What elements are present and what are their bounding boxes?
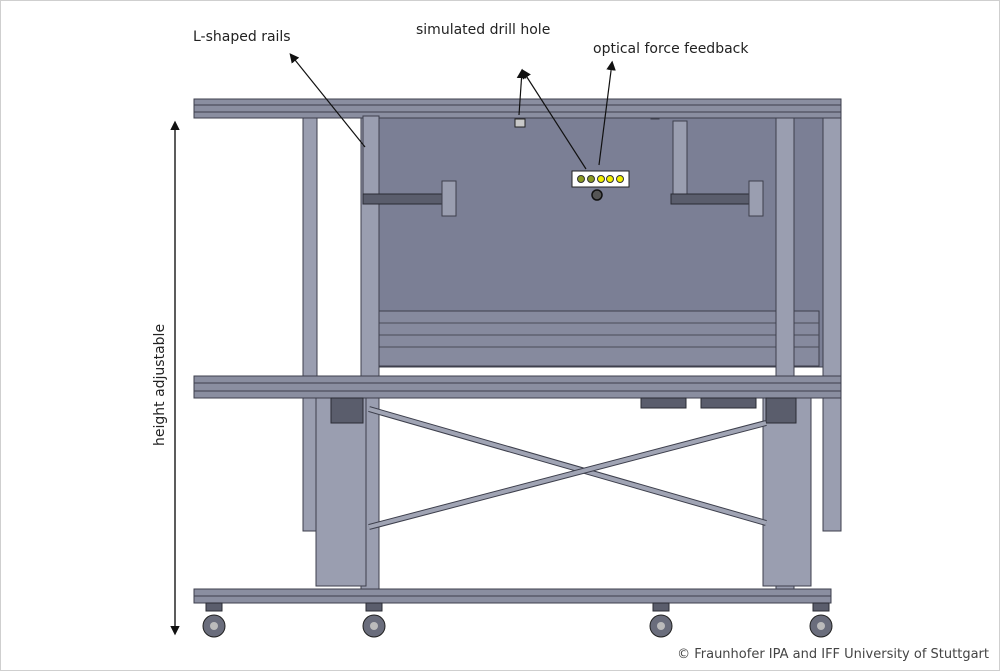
annotation-arrows: [170, 53, 616, 636]
led: [577, 175, 585, 183]
label-l-shaped-rails: L-shaped rails: [193, 29, 291, 45]
copyright-notice: © Fraunhofer IPA and IFF University of S…: [677, 647, 989, 662]
label-optical-force-feedback: optical force feedback: [593, 41, 749, 57]
led: [606, 175, 614, 183]
drill-hole: [514, 118, 526, 128]
led: [587, 175, 595, 183]
led: [597, 175, 605, 183]
l-shaped-rail-left: [362, 115, 457, 217]
led: [616, 175, 624, 183]
frame-rails: [193, 98, 842, 604]
label-height-adjustable: height adjustable: [152, 324, 168, 446]
back-panel: [365, 108, 827, 368]
l-shaped-rail-right: [670, 120, 764, 217]
casters: [202, 602, 833, 638]
cross-brace: [368, 406, 767, 530]
label-simulated-drill-hole: simulated drill hole: [416, 22, 550, 38]
lift-columns: [315, 397, 812, 587]
optical-force-feedback-display: [571, 170, 630, 201]
